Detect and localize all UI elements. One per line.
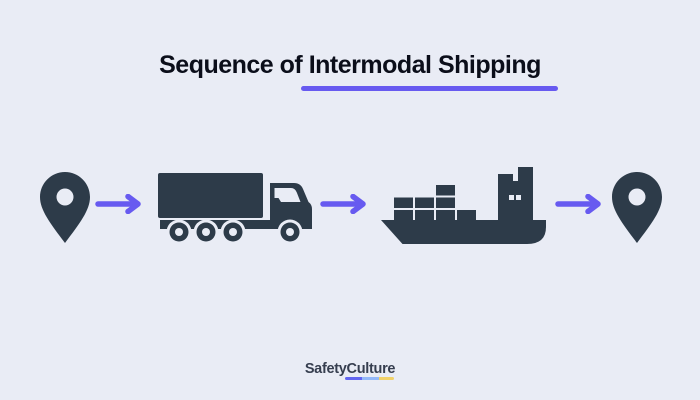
logo-text: SafetyCulture bbox=[304, 361, 396, 377]
arrow-right-icon bbox=[320, 194, 368, 214]
location-pin-icon bbox=[40, 172, 90, 243]
logo-underline-segment bbox=[379, 377, 395, 380]
arrow-right-icon bbox=[555, 194, 603, 214]
safetyculture-logo: SafetyCulture bbox=[304, 361, 396, 380]
logo-underline-segment bbox=[345, 377, 363, 380]
title-underline bbox=[301, 86, 558, 91]
logo-underline-segment bbox=[362, 377, 380, 380]
truck-icon bbox=[157, 172, 313, 244]
page-title: Sequence of Intermodal Shipping bbox=[159, 51, 541, 79]
logo-underline bbox=[345, 377, 395, 380]
arrow-right-icon bbox=[95, 194, 143, 214]
cargo-ship-icon bbox=[381, 167, 546, 245]
footer: SafetyCulture bbox=[0, 361, 700, 380]
location-pin-icon bbox=[612, 172, 662, 243]
